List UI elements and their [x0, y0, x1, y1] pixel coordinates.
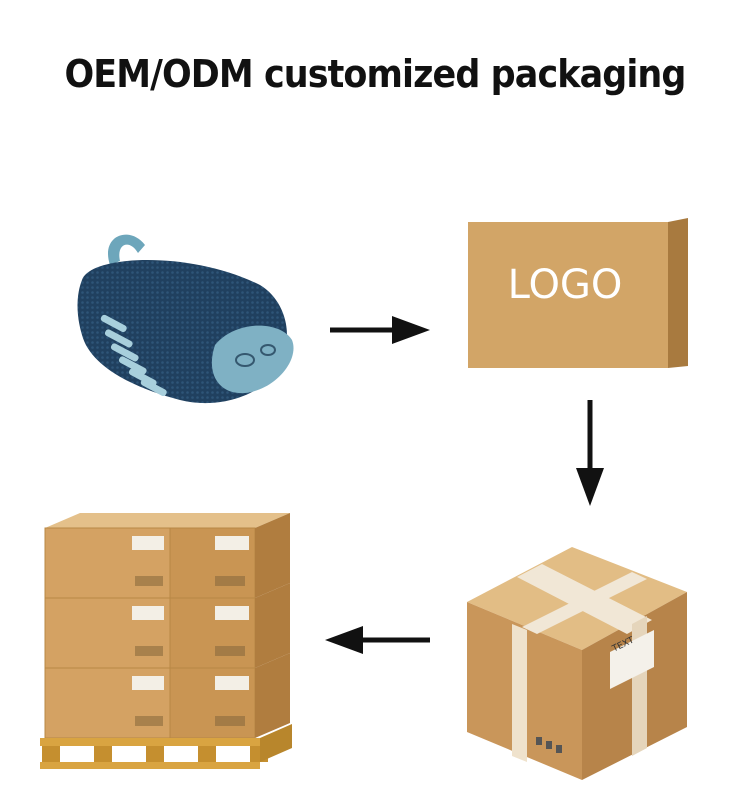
- sealed-carton-icon: [462, 532, 692, 782]
- page-title: OEM/ODM customized packaging: [64, 52, 686, 96]
- bluetooth-speaker-icon: [70, 225, 300, 415]
- box-logo-label: LOGO: [507, 262, 623, 308]
- arrow-right-icon: [330, 310, 430, 350]
- arrow-down-icon: [570, 400, 610, 508]
- arrow-left-icon: [325, 620, 430, 660]
- logo-box-icon: [468, 218, 690, 370]
- palletized-cartons-icon: [40, 508, 295, 773]
